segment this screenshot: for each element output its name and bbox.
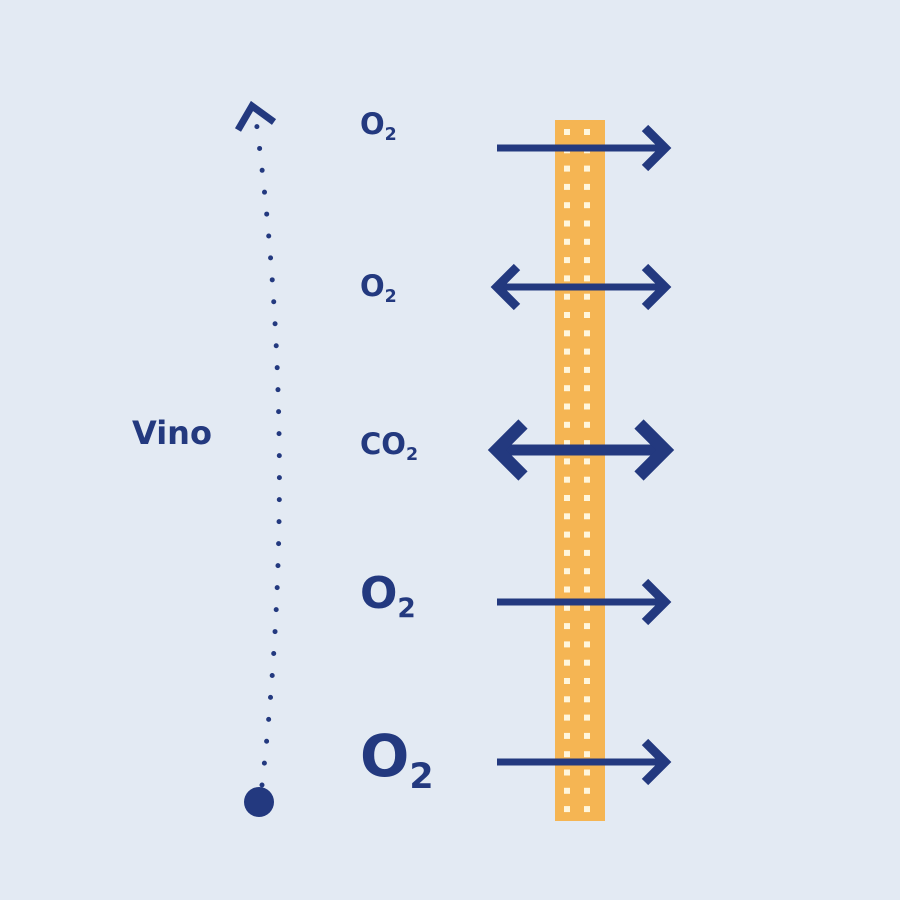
pore: [584, 165, 590, 172]
pore: [584, 403, 590, 410]
arrowhead-up-icon: [234, 100, 277, 132]
pore: [564, 568, 570, 575]
pore: [564, 806, 570, 813]
pore: [564, 202, 570, 209]
arrows: [487, 124, 675, 786]
pore: [584, 458, 590, 465]
pore: [584, 659, 590, 666]
arrowhead-right-icon: [641, 738, 672, 786]
pore: [584, 183, 590, 190]
pore: [564, 421, 570, 428]
gas-label-3: CO2: [360, 427, 419, 466]
pore: [564, 293, 570, 300]
pore: [584, 220, 590, 227]
pore: [564, 623, 570, 630]
time-dotted-line: [252, 109, 282, 788]
pore: [564, 476, 570, 483]
pore: [564, 257, 570, 264]
pore: [584, 769, 590, 776]
pore: [584, 348, 590, 355]
pore: [584, 312, 590, 318]
pore: [584, 293, 590, 300]
arrowhead-left-icon: [487, 419, 528, 481]
pore: [584, 495, 590, 501]
pore: [584, 568, 590, 575]
pore: [584, 751, 590, 758]
membrane-column: [555, 120, 605, 821]
pore: [584, 623, 590, 630]
right-arrow: [497, 738, 672, 786]
pore: [584, 549, 590, 556]
pore: [584, 330, 590, 337]
pore: [564, 531, 570, 538]
pore: [564, 165, 570, 172]
pore: [564, 129, 570, 135]
pore: [564, 312, 570, 318]
pore: [564, 787, 570, 794]
pore: [584, 440, 590, 447]
double-arrow: [487, 419, 675, 481]
pore: [564, 330, 570, 337]
pore: [584, 476, 590, 483]
pore: [564, 458, 570, 465]
pore: [564, 586, 570, 593]
pore: [564, 495, 570, 501]
pore: [584, 732, 590, 739]
membrane-pores: [564, 129, 590, 813]
pore: [584, 696, 590, 703]
pore: [564, 549, 570, 556]
pore: [564, 385, 570, 392]
pore: [564, 220, 570, 227]
pore: [584, 421, 590, 428]
double-arrow: [490, 263, 672, 311]
pore: [584, 641, 590, 648]
pore: [584, 257, 590, 264]
gas-label-2: O2: [360, 269, 397, 308]
pore: [584, 202, 590, 209]
pore: [564, 769, 570, 776]
pore: [564, 348, 570, 355]
right-arrow: [497, 578, 672, 626]
pore: [564, 751, 570, 758]
pore: [584, 513, 590, 520]
gas-label-1: O2: [360, 107, 397, 146]
pore: [564, 366, 570, 373]
pore: [564, 440, 570, 447]
pore: [564, 732, 570, 739]
pore: [564, 183, 570, 190]
pore: [584, 806, 590, 813]
pore: [584, 604, 590, 611]
pore: [584, 129, 590, 135]
gas-label-4: O2: [360, 568, 416, 625]
pore: [564, 696, 570, 703]
pore: [564, 513, 570, 520]
pore: [584, 678, 590, 684]
pore: [584, 385, 590, 392]
pore: [564, 403, 570, 410]
start-dot: [244, 787, 274, 817]
pore: [584, 586, 590, 593]
arrowhead-right-icon: [634, 419, 675, 481]
pore: [584, 531, 590, 538]
arrowhead-right-icon: [641, 578, 672, 626]
pore: [564, 604, 570, 611]
pore: [564, 641, 570, 648]
pore: [564, 238, 570, 245]
pore: [564, 714, 570, 721]
gas-label-5: O2: [360, 722, 434, 798]
wine-label: Vino: [132, 414, 212, 452]
arrowhead-right-icon: [641, 263, 672, 311]
pore: [584, 275, 590, 282]
pore: [584, 366, 590, 373]
arrowhead-left-icon: [490, 263, 521, 311]
arrowhead-right-icon: [641, 124, 672, 172]
pore: [564, 275, 570, 282]
right-arrow: [497, 124, 672, 172]
pore: [584, 714, 590, 721]
pore: [564, 678, 570, 684]
pore: [584, 787, 590, 794]
pore: [564, 659, 570, 666]
pore: [584, 238, 590, 245]
